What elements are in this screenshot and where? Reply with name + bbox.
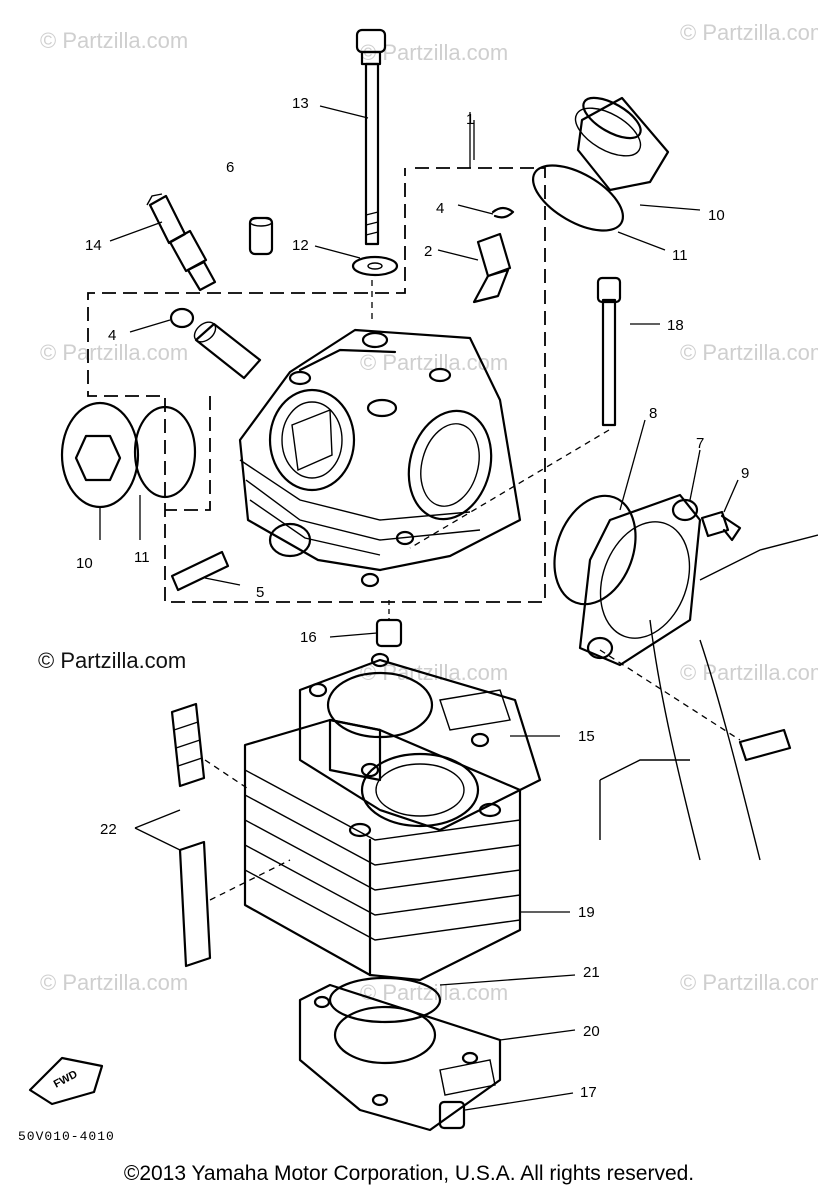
fwd-label: FWD bbox=[52, 1068, 80, 1090]
label-part-14: 14 bbox=[85, 237, 102, 254]
label-part-21: 21 bbox=[583, 964, 600, 981]
clip-4-left bbox=[169, 307, 195, 329]
guide-22-bottom bbox=[178, 840, 291, 968]
oring-11-top bbox=[531, 164, 625, 232]
washer-12 bbox=[351, 255, 399, 277]
bolt-13 bbox=[355, 28, 387, 320]
label-part-10-left: 10 bbox=[76, 555, 93, 572]
oring-11-left bbox=[133, 405, 197, 499]
watermark-main: © Partzilla.com bbox=[38, 648, 186, 673]
label-part-15: 15 bbox=[578, 728, 595, 745]
label-part-19: 19 bbox=[578, 904, 595, 921]
watermark-6: © Partzilla.com bbox=[680, 340, 818, 365]
dowel-6 bbox=[248, 216, 274, 256]
label-part-18: 18 bbox=[667, 317, 684, 334]
label-part-6: 6 bbox=[226, 159, 234, 176]
oring-21 bbox=[328, 976, 442, 1024]
label-part-12: 12 bbox=[292, 237, 309, 254]
part-labels: 1 2 4 4 5 6 7 8 9 10 10 11 11 12 13 14 1… bbox=[76, 95, 749, 1101]
label-part-4-left: 4 bbox=[108, 327, 116, 344]
watermark-3: © Partzilla.com bbox=[680, 20, 818, 45]
label-part-7: 7 bbox=[696, 435, 704, 452]
watermark-10: © Partzilla.com bbox=[360, 980, 508, 1005]
label-part-20: 20 bbox=[583, 1023, 600, 1040]
label-part-11-top: 11 bbox=[672, 247, 688, 264]
label-part-16: 16 bbox=[300, 629, 317, 646]
fwd-arrow-icon: FWD bbox=[28, 1056, 104, 1106]
watermark-9: © Partzilla.com bbox=[40, 970, 188, 995]
watermark-1: © Partzilla.com bbox=[40, 28, 188, 53]
valve-guide-left bbox=[193, 321, 262, 380]
bolt-9 bbox=[700, 510, 742, 542]
cap-10-left bbox=[60, 401, 140, 509]
cover-7 bbox=[578, 493, 702, 667]
cylinder-head bbox=[238, 328, 522, 588]
crankcase-fragment bbox=[599, 534, 818, 861]
watermark-11: © Partzilla.com bbox=[680, 970, 818, 995]
gasket-20 bbox=[298, 983, 502, 1132]
label-part-13: 13 bbox=[292, 95, 309, 112]
label-part-1: 1 bbox=[466, 111, 474, 128]
watermark-4: © Partzilla.com bbox=[40, 340, 188, 365]
label-part-17: 17 bbox=[580, 1084, 597, 1101]
watermark-8: © Partzilla.com bbox=[680, 660, 818, 685]
dowel-17 bbox=[438, 1100, 466, 1130]
cap-10-top bbox=[574, 96, 670, 192]
guide-22-top bbox=[170, 702, 251, 791]
label-part-8: 8 bbox=[649, 405, 657, 422]
clip-4-top bbox=[491, 206, 515, 219]
valve-guide-2 bbox=[472, 232, 512, 304]
label-part-5: 5 bbox=[256, 584, 264, 601]
oring-8 bbox=[553, 494, 637, 606]
label-part-2: 2 bbox=[424, 243, 432, 260]
label-part-22: 22 bbox=[100, 821, 117, 838]
dowel-16 bbox=[375, 600, 403, 648]
label-part-4-top: 4 bbox=[436, 200, 444, 217]
label-part-10-top: 10 bbox=[708, 207, 725, 224]
stud-18 bbox=[409, 276, 622, 549]
cylinder-19 bbox=[243, 718, 522, 982]
label-part-11-left: 11 bbox=[134, 549, 150, 566]
spark-plug-14 bbox=[146, 193, 217, 292]
leader-lines bbox=[99, 105, 739, 1111]
label-part-9: 9 bbox=[741, 465, 749, 482]
copyright-notice: ©2013 Yamaha Motor Corporation, U.S.A. A… bbox=[123, 1162, 695, 1185]
diagram-code: 50V010-4010 bbox=[18, 1129, 115, 1144]
head-assembly-outline bbox=[87, 112, 546, 603]
stud-5 bbox=[170, 550, 230, 592]
